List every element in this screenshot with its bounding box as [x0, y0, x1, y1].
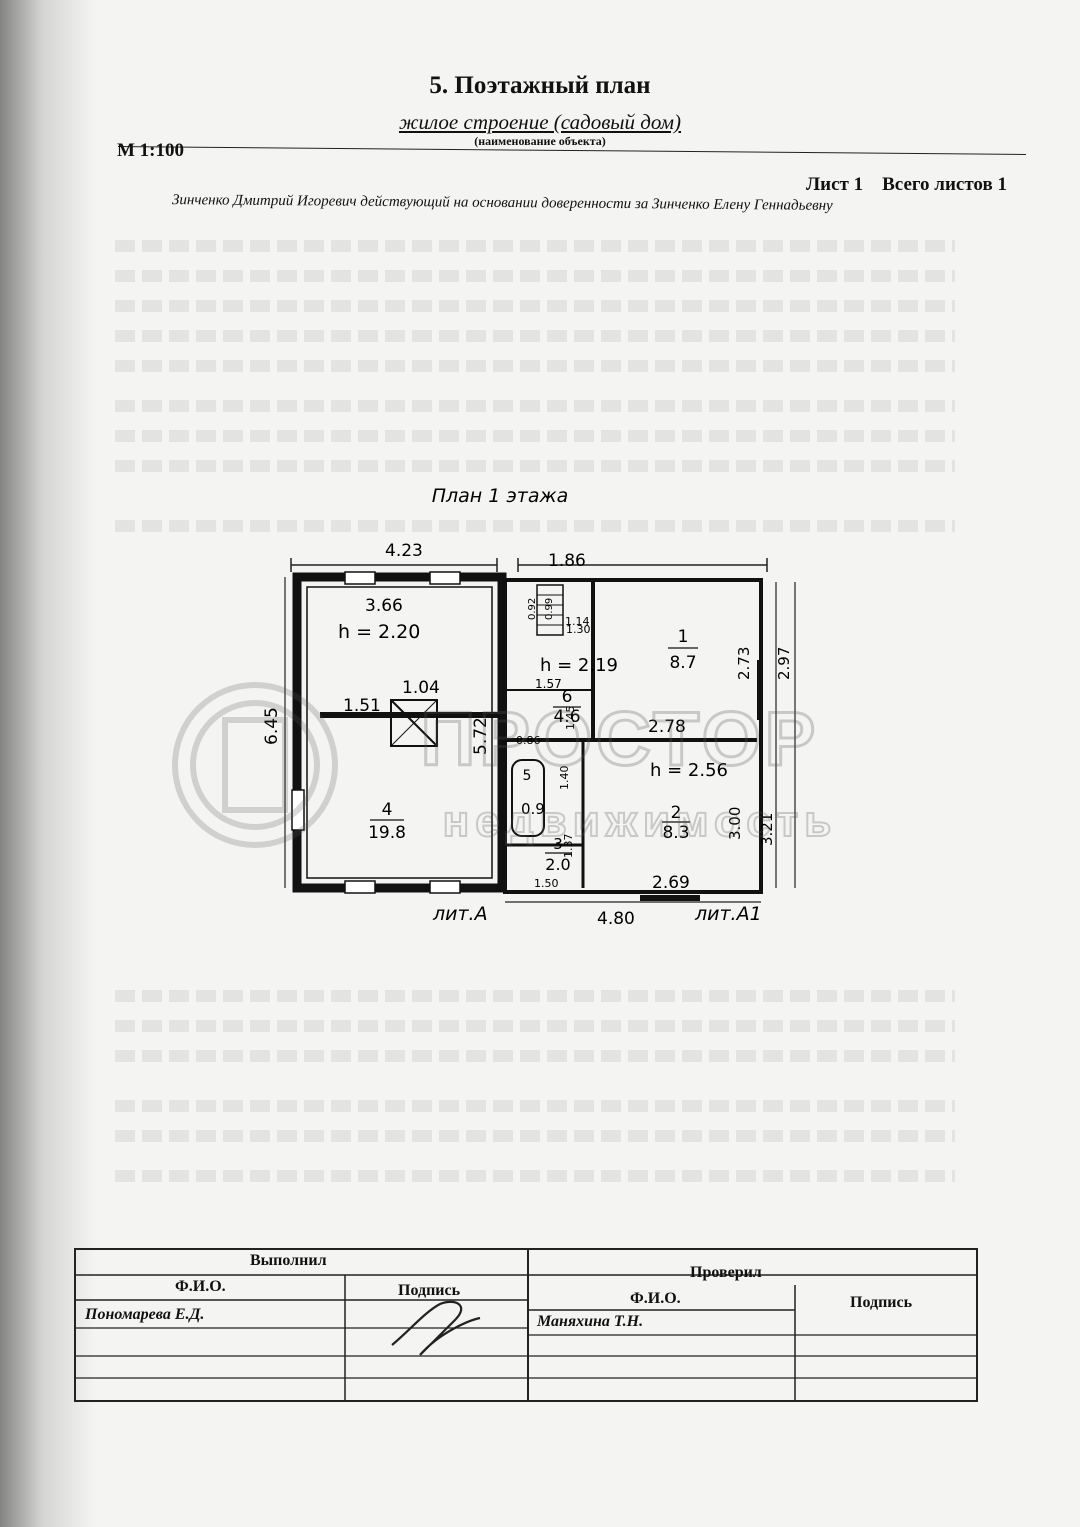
bleed-through-text: [115, 300, 955, 312]
stairs: [536, 584, 564, 636]
bleed-through-text: [115, 400, 955, 412]
room-number: 5: [523, 768, 532, 784]
dim-right-top-outer: 2.97: [775, 647, 793, 680]
sheet-counter: Лист 1 Всего листов 1: [806, 174, 1007, 195]
bleed-through-text: [115, 460, 955, 472]
room-area: 2.0: [545, 855, 570, 874]
dim-bottom-right: 2.69: [652, 873, 690, 893]
bathtub: [511, 759, 545, 837]
document-title: 5. Поэтажный план: [429, 72, 651, 99]
lit-a-label: лит.А: [432, 903, 488, 925]
dim-right-top-inner: 2.73: [735, 647, 753, 680]
checked-by-header: Проверил: [690, 1264, 762, 1281]
window: [291, 789, 305, 831]
fio-header: Ф.И.О.: [175, 1278, 226, 1295]
bleed-through-text: [115, 360, 955, 372]
room-number: 1: [678, 627, 689, 647]
dim-09: 0.9: [521, 800, 545, 818]
signature-header: Подпись: [398, 1282, 461, 1299]
scan-shadow: [0, 0, 95, 1527]
done-by-header: Выполнил: [250, 1252, 327, 1269]
signature-header: Подпись: [850, 1294, 913, 1311]
dim-bottom: 4.80: [597, 909, 635, 929]
dim-right-bottom-outer: 3.21: [758, 813, 776, 846]
stove: [390, 699, 438, 747]
watermark-top: ПРОСТОР: [421, 697, 820, 782]
watermark-circle: [172, 682, 338, 848]
bleed-through-text: [115, 1170, 955, 1182]
dim-top-left: 4.23: [385, 541, 423, 561]
dim-104: 1.04: [402, 678, 440, 698]
dim-151: 1.51: [343, 696, 381, 716]
bleed-through-text: [115, 1020, 955, 1032]
fio-header: Ф.И.О.: [630, 1290, 681, 1307]
dim-stair-114: 1.14: [565, 615, 590, 628]
room-area: 8.7: [669, 653, 696, 673]
plan-title: План 1 этажа: [432, 485, 569, 507]
lit-a1-label: лит.А1: [694, 903, 762, 925]
scale-label: М 1:100: [117, 140, 185, 161]
bleed-through-text: [115, 990, 955, 1002]
bleed-through-text: [115, 240, 955, 252]
bleed-through-text: [115, 520, 955, 532]
window: [429, 571, 461, 585]
handwritten-signature: [391, 1300, 481, 1356]
dim-left: 6.45: [262, 707, 282, 745]
height-label: h = 2.19: [540, 655, 618, 676]
room-area: 19.8: [368, 823, 406, 843]
dim-366: 3.66: [365, 596, 403, 616]
window: [429, 880, 461, 894]
dim-150: 1.50: [534, 877, 559, 890]
bleed-through-text: [115, 1100, 955, 1112]
dim-inner-left: 5.72: [471, 717, 491, 755]
object-caption: (наименование объекта): [474, 134, 606, 148]
room-number: 3: [553, 835, 563, 853]
room-area: 4.6: [553, 707, 580, 727]
dim-137: 1.37: [562, 834, 575, 859]
checker-name: Маняхина Т.Н.: [537, 1313, 644, 1330]
dim-145: 1.45: [564, 706, 577, 731]
dim-278: 2.78: [648, 717, 686, 737]
room-number: 4: [382, 800, 393, 820]
dim-157: 1.57: [535, 677, 562, 691]
bleed-through-text: [115, 1050, 955, 1062]
wall-lit-a1: [503, 578, 763, 894]
dim-086: 0.86: [516, 734, 541, 747]
dim-top-right: 1.86: [548, 551, 586, 571]
room-number: 2: [671, 803, 682, 823]
dim-stair-092: 0.92: [527, 598, 538, 620]
bleed-through-text: [115, 430, 955, 442]
room-area: 8.3: [662, 823, 689, 843]
dim-140: 1.40: [558, 766, 571, 791]
dim-stair-130: 1.30: [566, 623, 591, 636]
watermark-bottom: недвижимость: [443, 797, 838, 846]
height-label: h = 2.56: [650, 760, 728, 781]
bleed-through-text: [115, 270, 955, 282]
room-number: 6: [562, 687, 573, 707]
window: [344, 880, 376, 894]
executor-name: Пономарева Е.Д.: [85, 1306, 205, 1323]
dim-right-bottom-inner: 3.00: [726, 807, 744, 840]
height-label: h = 2.20: [338, 621, 420, 643]
dim-stair-099: 0.99: [544, 598, 555, 620]
object-name: жилое строение (садовый дом): [398, 110, 681, 134]
window: [344, 571, 376, 585]
bleed-through-text: [115, 330, 955, 342]
wall-lit-a: [292, 572, 507, 893]
signature-table: [74, 1248, 978, 1402]
bleed-through-text: [115, 1130, 955, 1142]
